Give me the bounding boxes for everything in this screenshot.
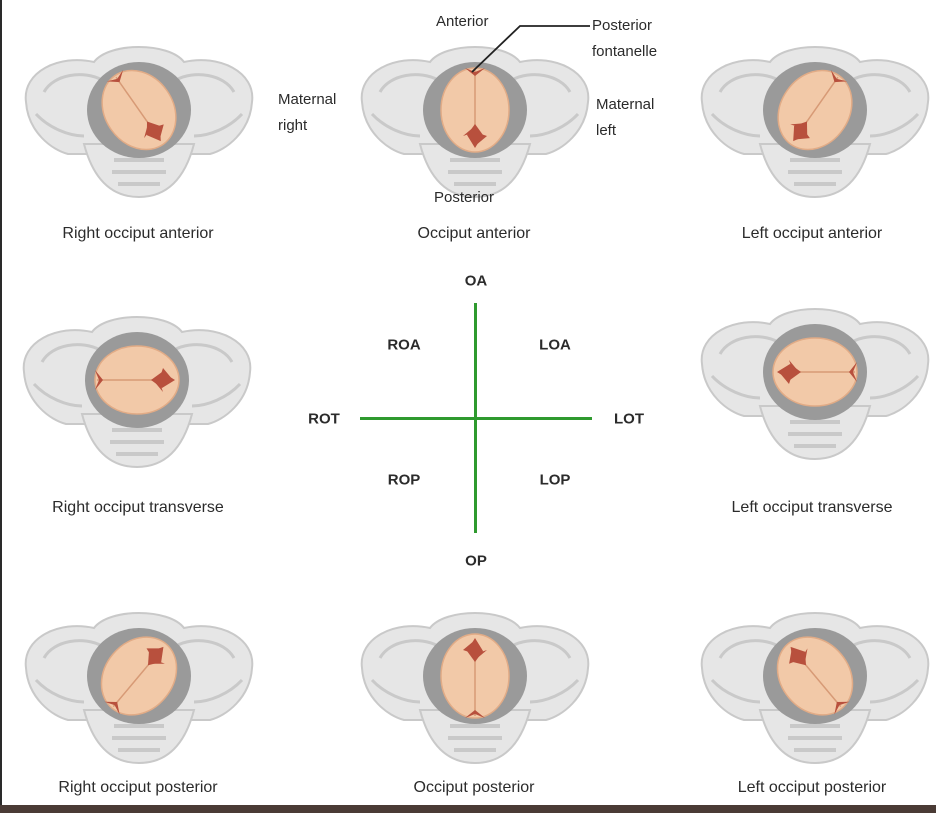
pelvis-illustration-lot [690,294,936,474]
caption-oa: Occiput anterior [418,225,531,243]
pelvis-illustration-op [350,598,600,778]
label-posterior-fontanelle-2: fontanelle [592,41,657,63]
caption-loa: Left occiput anterior [742,225,883,243]
label-maternal-left-2: left [596,120,616,142]
caption-rop: Right occiput posterior [58,779,217,797]
caption-lop: Left occiput posterior [738,779,887,797]
quadrant-label-roa: ROA [387,337,420,354]
pelvis-illustration-rop [14,598,264,778]
horizontal-axis-line [360,417,592,420]
axis-label-rot: ROT [308,411,340,428]
axis-label-lot: LOT [614,411,644,428]
label-anterior: Anterior [436,11,489,33]
axis-label-op: OP [465,553,487,570]
pelvis-illustration-oa [350,32,600,212]
pelvis-illustration-rot [12,302,262,482]
label-maternal-right-2: right [278,115,307,137]
label-posterior: Posterior [434,187,494,209]
pelvis-illustration-lop [690,598,936,778]
window-bottom-edge [0,805,936,813]
quadrant-label-loa: LOA [539,337,571,354]
caption-op: Occiput posterior [414,779,535,797]
axis-label-oa: OA [465,273,488,290]
label-maternal-left-1: Maternal [596,94,654,116]
caption-lot: Left occiput transverse [732,499,893,517]
pelvis-illustration-roa [14,32,264,212]
pelvis-illustration-loa [690,32,936,212]
caption-rot: Right occiput transverse [52,499,224,517]
caption-roa: Right occiput anterior [62,225,213,243]
label-maternal-right-1: Maternal [278,89,336,111]
quadrant-label-rop: ROP [388,472,421,489]
quadrant-label-lop: LOP [540,472,571,489]
label-posterior-fontanelle-1: Posterior [592,15,652,37]
